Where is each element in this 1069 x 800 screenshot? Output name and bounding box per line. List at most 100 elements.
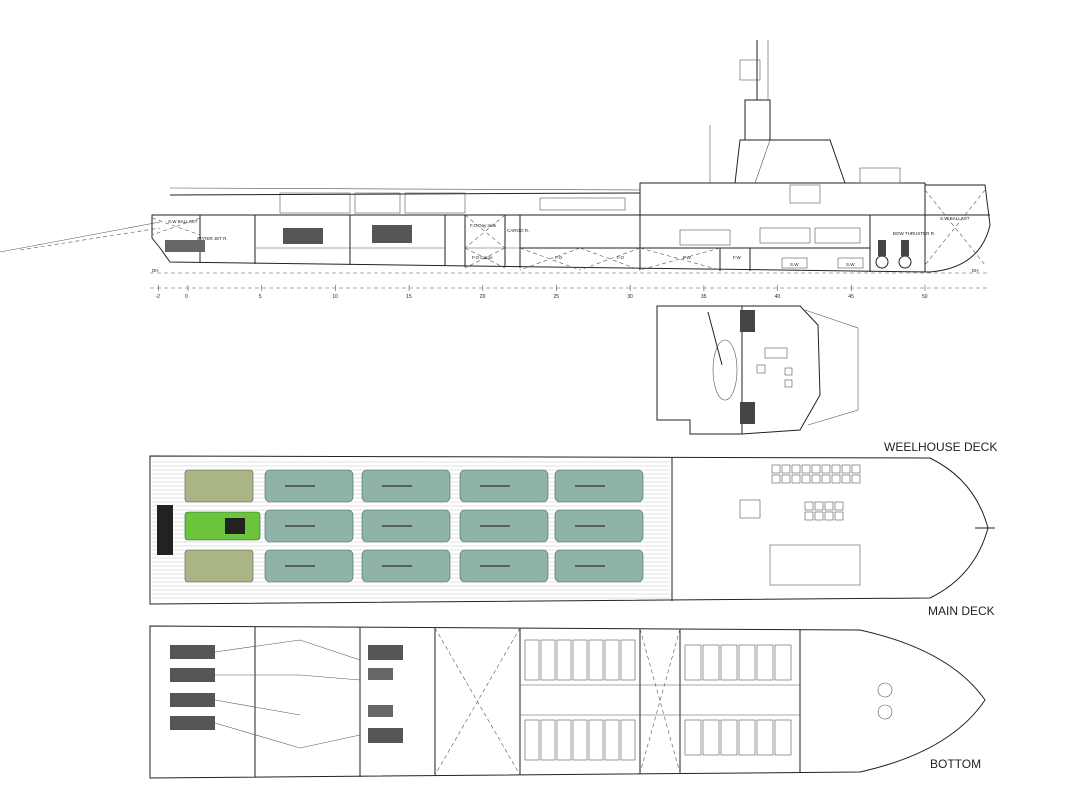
bow-thruster-tunnel: [877, 682, 893, 698]
label-bow-thruster-room: BOW THRUSTER R.: [893, 231, 935, 236]
scale-label: 45: [848, 294, 854, 300]
cargo-stanchions: [279, 192, 626, 214]
rescue-boat: [712, 339, 738, 401]
main-engine: [372, 225, 412, 243]
cabin: [556, 639, 572, 681]
scale-label: 25: [554, 294, 560, 300]
seat: [824, 501, 834, 511]
cabin: [604, 719, 620, 761]
seat: [804, 511, 814, 521]
scale-label: 20: [480, 294, 486, 300]
cabin: [588, 719, 604, 761]
label-water-jet-room: WATER JET R.: [197, 236, 228, 241]
profile-view: S.W BALLAST WATER JET R. F.O Day tank CA…: [0, 40, 991, 300]
truck: [184, 549, 254, 583]
seat: [801, 474, 811, 484]
tank-crosses: [151, 189, 986, 271]
bow-thruster: [875, 240, 912, 269]
seat: [781, 464, 791, 474]
scale-label: 40: [775, 294, 781, 300]
scale-label: -2: [156, 294, 161, 300]
label-fw: F.W: [733, 255, 742, 260]
passenger-seating: [771, 464, 861, 521]
davit-crane: [707, 311, 723, 366]
label-sw-ballast-fwd: S.W BALLAST: [940, 216, 970, 221]
cabin: [756, 719, 774, 756]
cabin: [620, 719, 636, 761]
label-fo: F.O: [617, 255, 625, 260]
main-engines: [368, 645, 403, 743]
chair: [784, 367, 793, 376]
aft-deck-outline: [656, 305, 743, 435]
scale-label: 15: [406, 294, 412, 300]
label-sw: S.W: [846, 262, 855, 267]
seat: [821, 474, 831, 484]
seat: [791, 464, 801, 474]
cabin: [738, 644, 756, 681]
scale-label: 50: [922, 294, 928, 300]
scale-label: 0: [185, 294, 188, 300]
bridge-wing: [804, 309, 859, 426]
seat: [804, 501, 814, 511]
view-title-bottom: BOTTOM: [930, 757, 981, 771]
sw-tank: [781, 257, 808, 269]
bottom-plan: BOTTOM: [149, 625, 986, 779]
seat: [841, 474, 851, 484]
cabin: [738, 719, 756, 756]
cabin: [702, 644, 720, 681]
cabin: [524, 719, 540, 761]
truck: [184, 469, 254, 503]
seat: [811, 474, 821, 484]
seat: [834, 501, 844, 511]
seat: [771, 464, 781, 474]
main-engine: [283, 228, 323, 244]
bulkheads: [199, 185, 926, 272]
label-sw-ballast-aft: S.W BALLAST: [168, 219, 198, 224]
cabin: [604, 639, 620, 681]
shaft-lines: [214, 639, 361, 749]
view-title-wheelhouse-deck: WEELHOUSE DECK: [884, 440, 997, 454]
water-jet-engines: [170, 645, 215, 730]
seat: [831, 474, 841, 484]
stairs: [764, 347, 788, 359]
cabin: [684, 644, 702, 681]
loader-cab: [225, 518, 245, 534]
helm-chair: [756, 364, 766, 374]
wake-line: [0, 221, 161, 253]
cabin: [702, 719, 720, 756]
seat: [771, 474, 781, 484]
wheelhouse-outline: [741, 305, 821, 435]
seat: [841, 464, 851, 474]
seat: [811, 464, 821, 474]
bottom-outline: [149, 625, 986, 779]
label-dh: DH: [972, 268, 979, 273]
cabin: [556, 719, 572, 761]
liferaft: [740, 310, 755, 332]
seat: [814, 511, 824, 521]
label-sw: S.W: [790, 262, 799, 267]
cabin: [572, 719, 588, 761]
scale-label: 30: [627, 294, 633, 300]
seat: [834, 511, 844, 521]
seat: [821, 464, 831, 474]
sw-tank: [837, 257, 864, 269]
crane-jib: [169, 187, 641, 191]
galley: [769, 544, 861, 586]
main-deck-plan: MAIN DECK: [149, 455, 995, 618]
stairs: [739, 499, 761, 519]
cabin: [684, 719, 702, 756]
superstructure: [639, 40, 926, 216]
seat: [851, 474, 861, 484]
cabin: [720, 644, 738, 681]
seat: [851, 464, 861, 474]
seat: [781, 474, 791, 484]
water-jet-unit: [165, 240, 205, 252]
cabin: [572, 639, 588, 681]
cabins: [524, 639, 792, 761]
stern-ramp: [157, 505, 173, 555]
scale-label: 35: [701, 294, 707, 300]
cabin: [720, 719, 738, 756]
label-fo: F.O: [555, 255, 563, 260]
